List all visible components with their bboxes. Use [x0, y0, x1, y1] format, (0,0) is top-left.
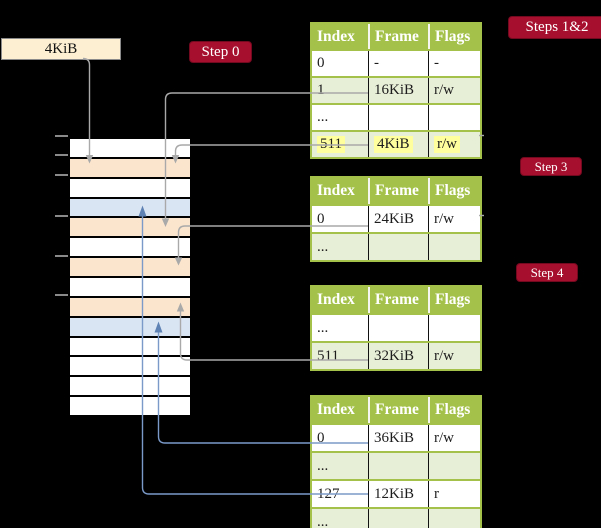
table-cell: ...: [317, 319, 329, 336]
header-cell: Index: [317, 27, 355, 45]
table-cell: 127: [317, 485, 340, 502]
header-cell: Index: [317, 182, 355, 199]
table-cell: [428, 509, 480, 528]
memory-address-tick: [55, 135, 68, 137]
badge-step-4: Step 4: [516, 263, 578, 282]
memory-frame-row: [70, 397, 190, 416]
memory-frame-row: [70, 139, 190, 159]
memory-frame-row: [70, 198, 190, 219]
table-cell: ...: [317, 109, 329, 125]
memory-frame-row: [70, 337, 190, 358]
header-cell: Flags: [428, 287, 480, 313]
table-cell: [428, 234, 480, 260]
memory-address-tick: [55, 174, 68, 176]
highlighted-value: 4KiB: [374, 136, 413, 153]
table-cell: 24KiB: [368, 206, 428, 232]
table-cell: 36KiB: [368, 425, 428, 451]
table-row: ...: [312, 232, 480, 260]
table-row: ...: [312, 103, 480, 130]
memory-frame-row: [70, 238, 190, 259]
table-row: ...: [312, 451, 480, 479]
memory-address-tick: [55, 255, 68, 257]
table-cell: 4KiB: [368, 132, 428, 157]
table-row: ...: [312, 507, 480, 528]
badge-step-0: Step 0: [189, 41, 252, 63]
header-cell: Frame: [368, 397, 428, 423]
table-cell: 0: [317, 429, 325, 446]
table-cell: [428, 105, 480, 130]
memory-frame-row: [70, 297, 190, 318]
header-cell: Frame: [368, 178, 428, 204]
memory-frame-row: [70, 218, 190, 239]
table-cell: r/w: [428, 78, 480, 103]
badge-step-3: Step 3: [520, 157, 582, 176]
table-cell: 0: [317, 55, 325, 71]
table-cell: -: [428, 51, 480, 76]
table-cell: r/w: [428, 206, 480, 232]
table-cell: ...: [317, 513, 329, 528]
table-row: ...: [312, 313, 480, 341]
table-cell: 511: [317, 347, 339, 364]
physical-memory-column: [70, 139, 190, 416]
memory-address-tick: [55, 294, 68, 296]
table-cell: 32KiB: [368, 343, 428, 369]
table-cell: [368, 234, 428, 260]
highlighted-value: r/w: [434, 136, 460, 153]
table-cell: 0: [317, 210, 325, 227]
memory-frame-row: [70, 278, 190, 298]
table-cell: 511: [312, 132, 368, 157]
table-cell: 16KiB: [368, 78, 428, 103]
header-cell: Index: [317, 401, 355, 418]
table-cell: ...: [317, 238, 329, 255]
memory-frame-row: [70, 357, 190, 378]
header-cell: Flags: [428, 178, 480, 204]
table-cell: [368, 105, 428, 130]
table-cell: [428, 315, 480, 341]
table-cell: r/w: [428, 343, 480, 369]
memory-frame-row: [70, 317, 190, 338]
memory-frame-row: [70, 178, 190, 199]
table-cell: [368, 453, 428, 479]
memory-frame-row: [70, 258, 190, 279]
table-cell: [428, 453, 480, 479]
badge-steps-1-2: Steps 1&2: [508, 16, 601, 39]
table-cell: 12KiB: [368, 481, 428, 507]
frame-address-box: 4KiB: [1, 38, 121, 60]
table-cell: [368, 315, 428, 341]
header-cell: Frame: [368, 287, 428, 313]
table-cell: -: [368, 51, 428, 76]
memory-frame-row: [70, 158, 190, 179]
highlighted-value: 511: [317, 136, 345, 153]
header-cell: Frame: [368, 24, 428, 49]
table-cell: r/w: [428, 132, 480, 157]
table-cell: r/w: [428, 425, 480, 451]
memory-address-tick: [55, 215, 68, 217]
table-row: 511 4KiB r/w: [312, 130, 480, 157]
table-cell: [368, 509, 428, 528]
table-cell: ...: [317, 457, 329, 474]
table-row: 0 --: [312, 49, 480, 76]
header-cell: Index: [317, 291, 355, 308]
memory-frame-row: [70, 377, 190, 398]
header-cell: Flags: [428, 24, 480, 49]
table-cell: r: [428, 481, 480, 507]
table-cell: 1: [317, 82, 325, 98]
memory-address-tick: [55, 154, 68, 156]
header-cell: Flags: [428, 397, 480, 423]
